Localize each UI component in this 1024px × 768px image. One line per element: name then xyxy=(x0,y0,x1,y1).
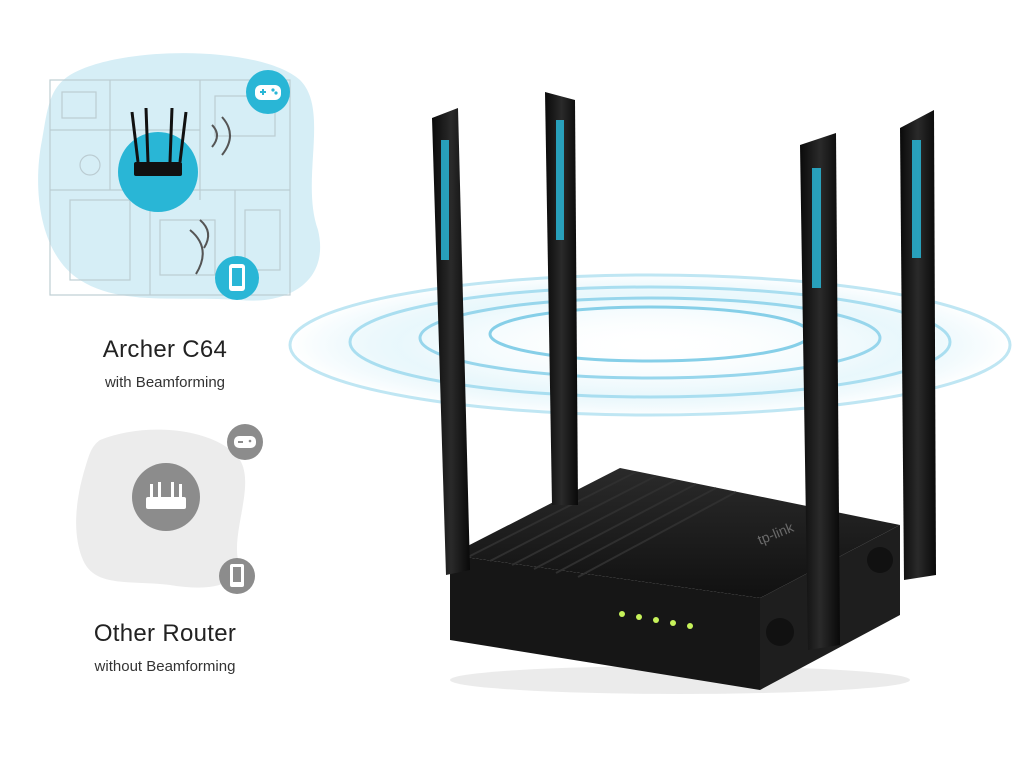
archer-coverage-map xyxy=(38,53,321,301)
antenna-3 xyxy=(800,133,840,650)
phone-icon xyxy=(215,256,259,300)
other-subtitle: without Beamforming xyxy=(94,658,236,675)
other-title: Other Router xyxy=(93,620,237,647)
status-leds xyxy=(619,611,693,629)
antenna-2 xyxy=(545,92,578,505)
router-product: tp-link xyxy=(432,92,936,694)
archer-subtitle: with Beamforming xyxy=(104,374,226,391)
gamepad-icon xyxy=(227,424,263,460)
router-front xyxy=(450,555,760,690)
archer-title: Archer C64 xyxy=(102,336,228,363)
other-coverage-map xyxy=(76,424,263,594)
phone-icon xyxy=(219,558,255,594)
antenna-4 xyxy=(900,110,936,580)
top-ribs xyxy=(467,471,737,578)
beam-arcs xyxy=(189,116,231,275)
mini-router xyxy=(130,107,188,176)
antenna-1 xyxy=(432,108,470,575)
floorplan-lines xyxy=(49,79,291,296)
router-icon xyxy=(132,463,200,531)
gamepad-icon xyxy=(246,70,290,114)
other-caption: Other Router without Beamforming xyxy=(50,620,280,675)
archer-caption: Archer C64 with Beamforming xyxy=(50,336,280,391)
